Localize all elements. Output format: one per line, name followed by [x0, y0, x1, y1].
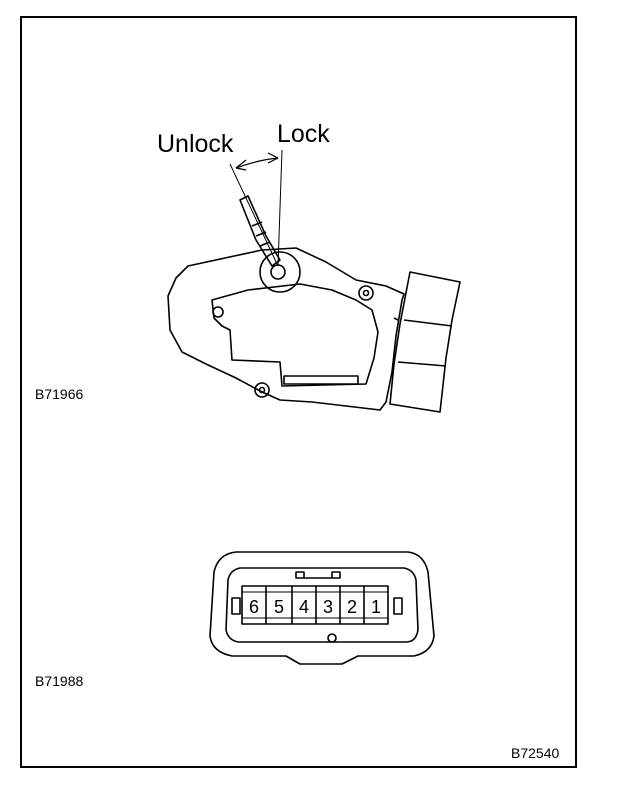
pin-number: 2 [347, 597, 357, 617]
actuator-connector-block [389, 271, 461, 413]
figure-frame [20, 16, 577, 768]
mounting-hole-lower [254, 382, 270, 398]
unlock-reference-line [229, 163, 279, 267]
lock-label: Lock [277, 120, 330, 148]
connector-side-key-right [393, 597, 403, 615]
mounting-hole-upper [358, 285, 374, 301]
actuator-figure-code: B71966 [35, 386, 83, 402]
connector-figure-code: B71988 [35, 673, 83, 689]
figure-code: B72540 [511, 745, 559, 761]
lever-pivot-outer [259, 251, 301, 293]
pin-number: 3 [323, 597, 333, 617]
lock-lever-arm [239, 195, 281, 267]
pin-number: 6 [249, 597, 259, 617]
lever-pivot-inner [270, 264, 286, 280]
actuator-housing [167, 247, 405, 411]
connector-bottom-hole [327, 633, 337, 643]
rotation-arrow [235, 157, 279, 169]
lock-reference-line [277, 149, 283, 267]
pin-number: 4 [299, 597, 309, 617]
connector-pin-numbers: 6 5 4 3 2 1 [249, 597, 381, 617]
inner-plate-slot [283, 375, 359, 385]
actuator-inner-plate [211, 283, 379, 387]
connector-pin-strip [241, 585, 389, 625]
connector-outer-shell [209, 551, 435, 665]
unlock-label: Unlock [157, 130, 234, 158]
inner-plate-hole [212, 306, 224, 318]
connector-side-key-left [231, 597, 241, 615]
connector-latch-tab-right [331, 571, 341, 579]
pin-number: 1 [371, 597, 381, 617]
pin-number: 5 [274, 597, 284, 617]
connector-inner-shell [225, 567, 419, 643]
door-lock-actuator [167, 149, 461, 413]
connector-latch-tab-left [295, 571, 305, 579]
connector-face [209, 551, 435, 665]
